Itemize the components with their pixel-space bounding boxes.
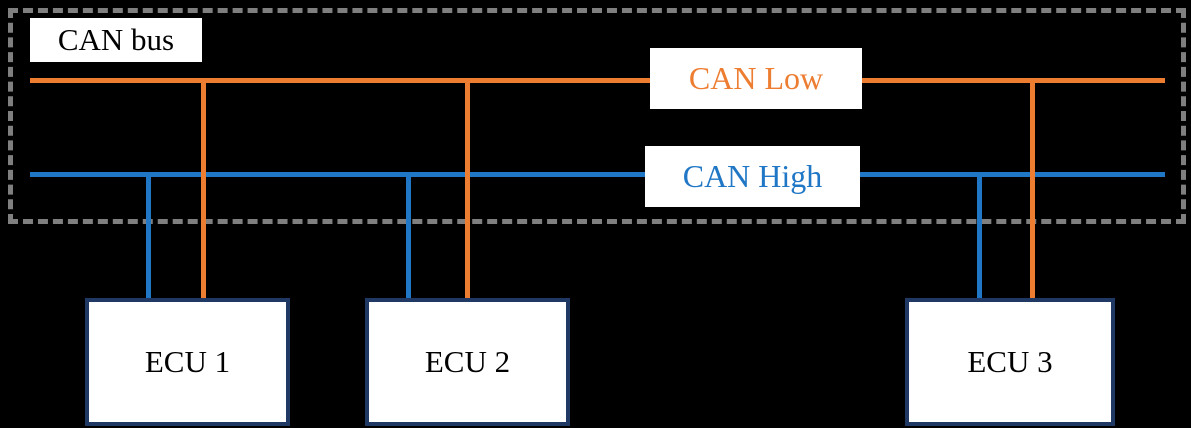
- ecu1-can-high-connector: [146, 172, 151, 300]
- ecu2-can-low-connector: [465, 78, 470, 300]
- can-high-label: CAN High: [645, 146, 860, 207]
- ecu3-can-high-connector: [977, 172, 982, 300]
- ecu1-can-low-connector: [201, 78, 206, 300]
- can-low-wire: [30, 78, 1165, 83]
- ecu3-box: ECU 3: [905, 298, 1115, 426]
- ecu2-box: ECU 2: [365, 298, 570, 426]
- can-low-label: CAN Low: [650, 48, 862, 109]
- ecu1-box: ECU 1: [85, 298, 290, 426]
- ecu2-can-high-connector: [406, 172, 411, 300]
- ecu3-can-low-connector: [1030, 78, 1035, 300]
- can-bus-label: CAN bus: [30, 18, 202, 62]
- ecu3-label: ECU 3: [967, 344, 1053, 379]
- ecu1-label: ECU 1: [144, 344, 231, 379]
- can-bus-dashed-region: [8, 8, 1186, 224]
- can-high-wire: [30, 172, 1165, 177]
- ecu2-label: ECU 2: [424, 344, 511, 379]
